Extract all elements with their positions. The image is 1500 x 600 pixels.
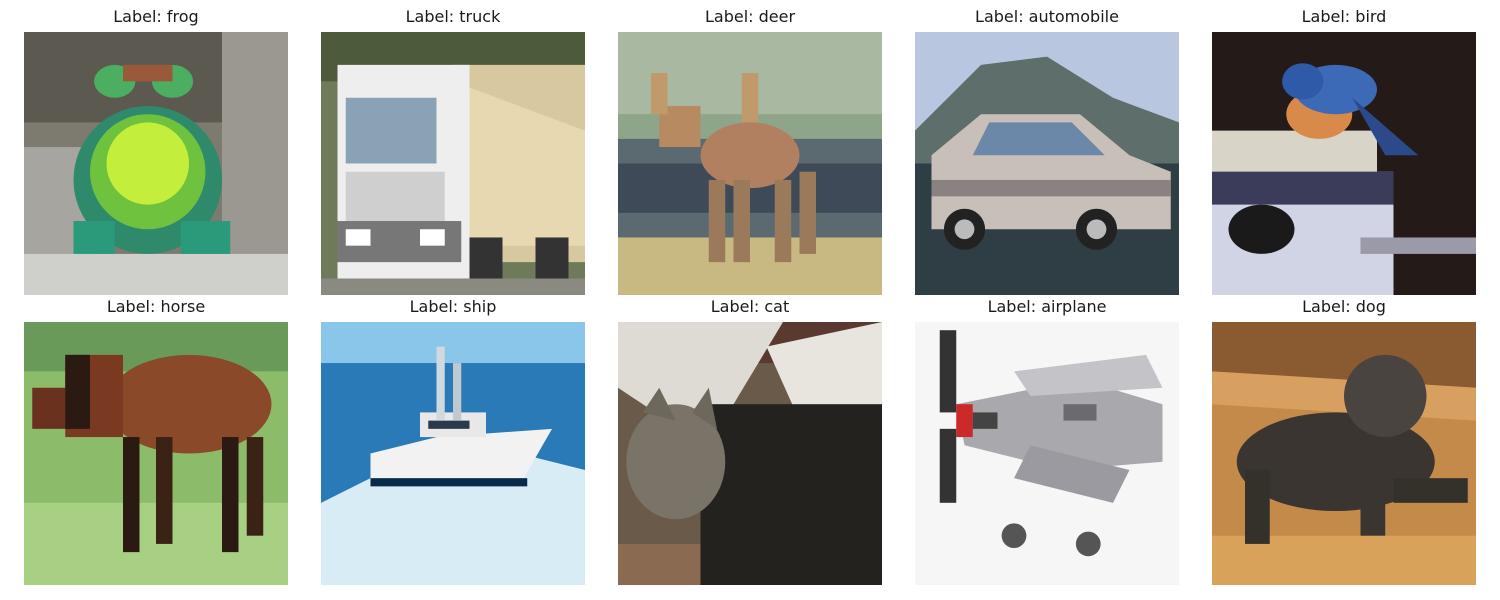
panel-title: Label: automobile [975,7,1119,26]
cat-image [618,322,882,585]
panel-title: Label: truck [405,7,501,26]
panel-title: Label: frog [113,7,199,26]
panel-ship: Label: ship [321,297,585,585]
dog-image [1212,322,1476,585]
deer-image [618,32,882,295]
frog-image [24,32,288,295]
panel-title: Label: airplane [987,297,1107,316]
panel-automobile: Label: automobile [915,7,1179,295]
truck-image [321,32,585,295]
panel-airplane: Label: airplane [915,297,1179,585]
panel-horse: Label: horse [24,297,288,585]
panel-title: Label: ship [409,297,497,316]
panel-cat: Label: cat [618,297,882,585]
bird-image [1212,32,1476,295]
panel-title: Label: dog [1302,297,1386,316]
panel-dog: Label: dog [1212,297,1476,585]
panel-title: Label: bird [1301,7,1387,26]
panel-truck: Label: truck [321,7,585,295]
automobile-image [915,32,1179,295]
panel-title: Label: cat [710,297,790,316]
horse-image [24,322,288,585]
panel-frog: Label: frog [24,7,288,295]
panel-title: Label: horse [106,297,206,316]
ship-image [321,322,585,585]
panel-title: Label: deer [704,7,796,26]
panel-bird: Label: bird [1212,7,1476,295]
airplane-image [915,322,1179,585]
panel-deer: Label: deer [618,7,882,295]
